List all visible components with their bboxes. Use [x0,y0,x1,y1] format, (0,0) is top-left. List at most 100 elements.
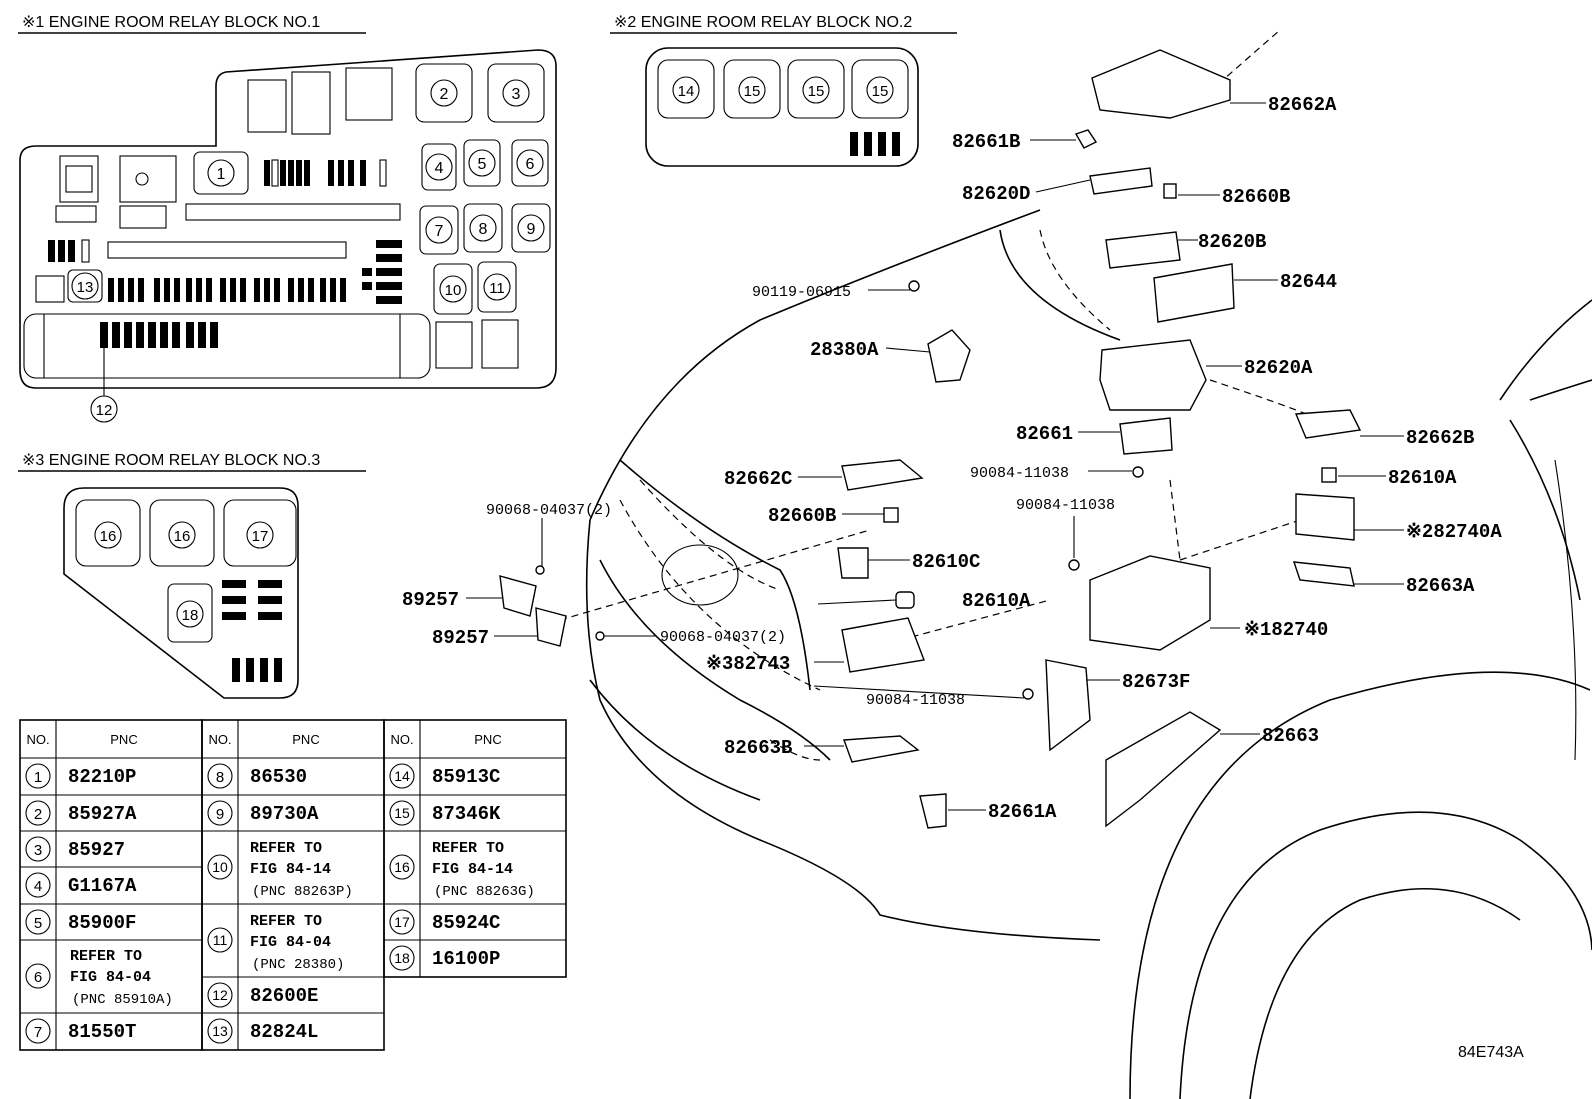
callout-90084-11038-a: 90084-11038 [970,465,1069,482]
header-pnc-3: PNC [474,732,501,747]
header-no-1: NO. [26,732,49,747]
svg-text:17: 17 [252,528,269,545]
callout-82610A-right: 82610A [1388,467,1457,489]
svg-text:6: 6 [526,156,535,173]
row-pnc: 89730A [250,803,319,825]
svg-text:16: 16 [174,528,191,545]
table-row: 7 81550T [25,1018,136,1044]
table-row: 14 85913C [389,763,500,789]
table-row: 6 REFER TO FIG 84-04 (PNC 85910A) [25,948,173,1008]
parts-shapes [499,49,1362,829]
row-no: 3 [34,842,42,859]
row-ref-line1: REFER TO [70,948,142,965]
header-no-3: NO. [390,732,413,747]
table-row: 9 89730A [207,800,319,826]
svg-text:4: 4 [435,160,444,177]
svg-text:12: 12 [96,402,113,419]
svg-text:9: 9 [527,221,536,238]
callout-90068-04037-a: 90068-04037(2) [486,502,612,519]
callout-82662B: 82662B [1406,427,1474,449]
row-pnc: 85900F [68,912,136,934]
svg-text:15: 15 [744,83,761,100]
row-no: 11 [213,932,228,948]
row-no: 16 [394,859,410,875]
vehicle-outline [559,29,1592,1099]
callout-82740A: ※282740A [1406,521,1502,543]
svg-text:5: 5 [478,156,487,173]
callout-82644: 82644 [1280,271,1337,293]
table-row: 8 86530 [207,763,307,789]
callout-82620B: 82620B [1198,231,1266,253]
svg-text:7: 7 [435,223,444,240]
svg-text:1: 1 [217,166,226,183]
table-row: 18 16100P [389,945,500,971]
svg-text:15: 15 [808,83,825,100]
callout-82661: 82661 [1016,423,1073,445]
callout-82743: ※382743 [706,653,790,675]
row-ref-line3: (PNC 88263P) [252,884,353,900]
svg-text:11: 11 [489,280,505,297]
callout-leaders [466,102,1404,811]
table-row: 2 85927A [25,800,137,826]
row-pnc: 85927 [68,839,125,861]
row-no: 17 [394,914,410,930]
callout-90119-06915: 90119-06915 [752,284,851,301]
row-pnc: 81550T [68,1021,136,1043]
row-no: 5 [34,915,42,932]
svg-text:10: 10 [445,282,462,299]
row-no: 13 [212,1023,228,1039]
row-no: 8 [216,769,224,786]
svg-text:18: 18 [182,607,199,624]
header-pnc-1: PNC [110,732,137,747]
block1-title: ※1 ENGINE ROOM RELAY BLOCK NO.1 [22,14,320,31]
row-pnc: 82210P [68,766,136,788]
callout-89257-b: 89257 [432,627,489,649]
callout-82663: 82663 [1262,725,1319,747]
relay-block-1: 1 13 [19,49,557,423]
row-ref-line2: FIG 84-04 [250,934,331,951]
table-row: 15 87346K [389,800,501,826]
table-row: 16 REFER TO FIG 84-14 (PNC 88263G) [389,840,535,900]
callout-82620A: 82620A [1244,357,1313,379]
row-ref-line1: REFER TO [432,840,504,857]
row-no: 15 [394,805,410,821]
row-pnc: 85924C [432,912,500,934]
table-row: 11 REFER TO FIG 84-04 (PNC 28380) [207,913,344,973]
row-no: 2 [34,806,42,823]
table-row: 5 85900F [25,909,136,935]
row-pnc: 85913C [432,766,500,788]
block3-title: ※3 ENGINE ROOM RELAY BLOCK NO.3 [22,452,320,469]
row-pnc: 16100P [432,948,500,970]
figure-id: 84E743A [1458,1044,1524,1061]
svg-text:14: 14 [678,83,695,100]
table-row: 12 82600E [207,982,318,1008]
callout-82663B: 82663B [724,737,792,759]
relay-1-marker [207,159,235,187]
header-no-2: NO. [208,732,231,747]
callout-82660B: 82660B [1222,186,1290,208]
row-no: 12 [212,987,228,1003]
row-pnc: 85927A [68,803,137,825]
callout-82660B-left: 82660B [768,505,836,527]
callout-82663A: 82663A [1406,575,1475,597]
svg-text:2: 2 [440,86,449,103]
row-ref-line1: REFER TO [250,840,322,857]
table-row: 10 REFER TO FIG 84-14 (PNC 88263P) [207,840,353,900]
table-row: 3 85927 [25,836,125,862]
callout-82740: ※182740 [1244,619,1328,641]
block2-title: ※2 ENGINE ROOM RELAY BLOCK NO.2 [614,14,912,31]
row-ref-line2: FIG 84-14 [250,861,331,878]
callout-89257-a: 89257 [402,589,459,611]
callout-90084-11038-c: 90084-11038 [866,692,965,709]
row-no: 9 [216,806,224,823]
svg-text:13: 13 [77,279,94,296]
relay-block-3: 16 16 17 18 [63,487,299,699]
callout-82662A: 82662A [1268,94,1337,116]
table-row: 1 82210P [25,763,136,789]
row-no: 7 [34,1024,42,1041]
callout-82610A-middle: 82610A [962,590,1031,612]
row-pnc: G1167A [68,875,137,897]
table-row: 17 85924C [389,909,500,935]
callout-82610C: 82610C [912,551,980,573]
